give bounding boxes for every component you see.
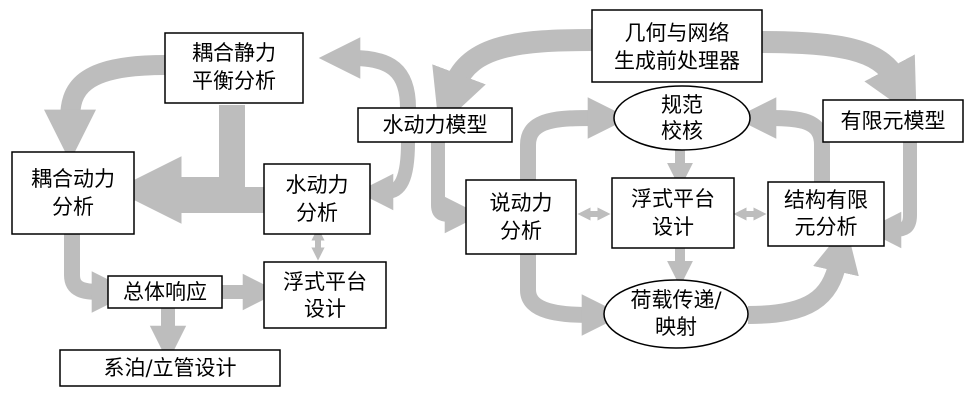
fem-model-label: 有限元模型 xyxy=(841,109,946,133)
arrow-geom-to-hydro-model xyxy=(432,29,593,128)
arrow-hydro-model-to-static xyxy=(318,37,416,109)
node-fem-model: 有限元模型 xyxy=(822,99,964,143)
coupled-static-line2: 平衡分析 xyxy=(192,69,276,93)
arrow-static-to-dynamic xyxy=(44,55,166,162)
platform-design-right-line2: 设计 xyxy=(652,215,694,239)
mooring-riser-label: 系泊/立管设计 xyxy=(103,356,236,380)
load-transfer-line2: 映射 xyxy=(655,315,697,339)
node-coupled-static: 耦合静力 平衡分析 xyxy=(164,32,304,104)
node-code-check: 规范 校核 xyxy=(613,85,751,151)
node-platform-design-left: 浮式平台 设计 xyxy=(263,261,387,329)
node-load-transfer: 荷载传递/ 映射 xyxy=(603,279,749,349)
node-geom-mesh: 几何与网络 生成前处理器 xyxy=(591,9,763,83)
node-platform-design-right: 浮式平台 设计 xyxy=(611,177,735,249)
arrow-fem-model-to-structural xyxy=(864,142,917,249)
code-check-line1: 规范 xyxy=(661,93,703,117)
node-structural-fem: 结构有限 元分析 xyxy=(767,181,885,247)
node-hydro-model: 水动力模型 xyxy=(357,107,513,143)
platform-design-right-line1: 浮式平台 xyxy=(631,187,715,211)
arrow-dynamic-to-response xyxy=(64,234,134,313)
structural-fem-line1: 结构有限 xyxy=(784,188,868,212)
geom-mesh-line1: 几何与网络 xyxy=(625,21,730,45)
hydro-analysis-line1: 水动力 xyxy=(286,173,349,197)
node-mooring-riser: 系泊/立管设计 xyxy=(59,349,281,387)
node-coupled-dynamic: 耦合动力 分析 xyxy=(11,151,135,235)
arrow-hydro-model-to-hydro-analysis xyxy=(356,141,415,211)
node-speak-dynamic: 说动力 分析 xyxy=(465,179,577,255)
geom-mesh-line2: 生成前处理器 xyxy=(614,49,740,73)
load-transfer-line1: 荷载传递/ xyxy=(630,288,722,312)
hydro-analysis-line2: 分析 xyxy=(296,201,338,225)
platform-design-left-line1: 浮式平台 xyxy=(283,270,367,294)
code-check-line2: 校核 xyxy=(661,119,703,143)
arrow-speak-to-code-check xyxy=(520,97,630,180)
arrow-hydro-model-to-speak xyxy=(431,142,482,234)
arrow-static-down-to-dynamic xyxy=(113,105,245,224)
overall-response-label: 总体响应 xyxy=(123,280,207,304)
arrow-speak-to-load xyxy=(520,254,624,336)
coupled-static-line1: 耦合静力 xyxy=(192,41,276,65)
coupled-dynamic-line1: 耦合动力 xyxy=(31,167,115,191)
node-hydro-analysis: 水动力 分析 xyxy=(263,163,371,235)
node-overall-response: 总体响应 xyxy=(107,275,223,309)
hydro-model-label: 水动力模型 xyxy=(383,113,488,137)
speak-dynamic-line1: 说动力 xyxy=(490,191,553,215)
arrow-geom-to-fem-model xyxy=(761,31,917,119)
platform-design-left-line2: 设计 xyxy=(304,297,346,321)
arrow-structural-to-code-check xyxy=(734,97,830,182)
coupled-dynamic-line2: 分析 xyxy=(52,195,94,219)
arrows xyxy=(44,29,917,363)
structural-fem-line2: 元分析 xyxy=(795,215,858,239)
speak-dynamic-line2: 分析 xyxy=(500,219,542,243)
arrow-load-to-structural xyxy=(747,225,859,324)
